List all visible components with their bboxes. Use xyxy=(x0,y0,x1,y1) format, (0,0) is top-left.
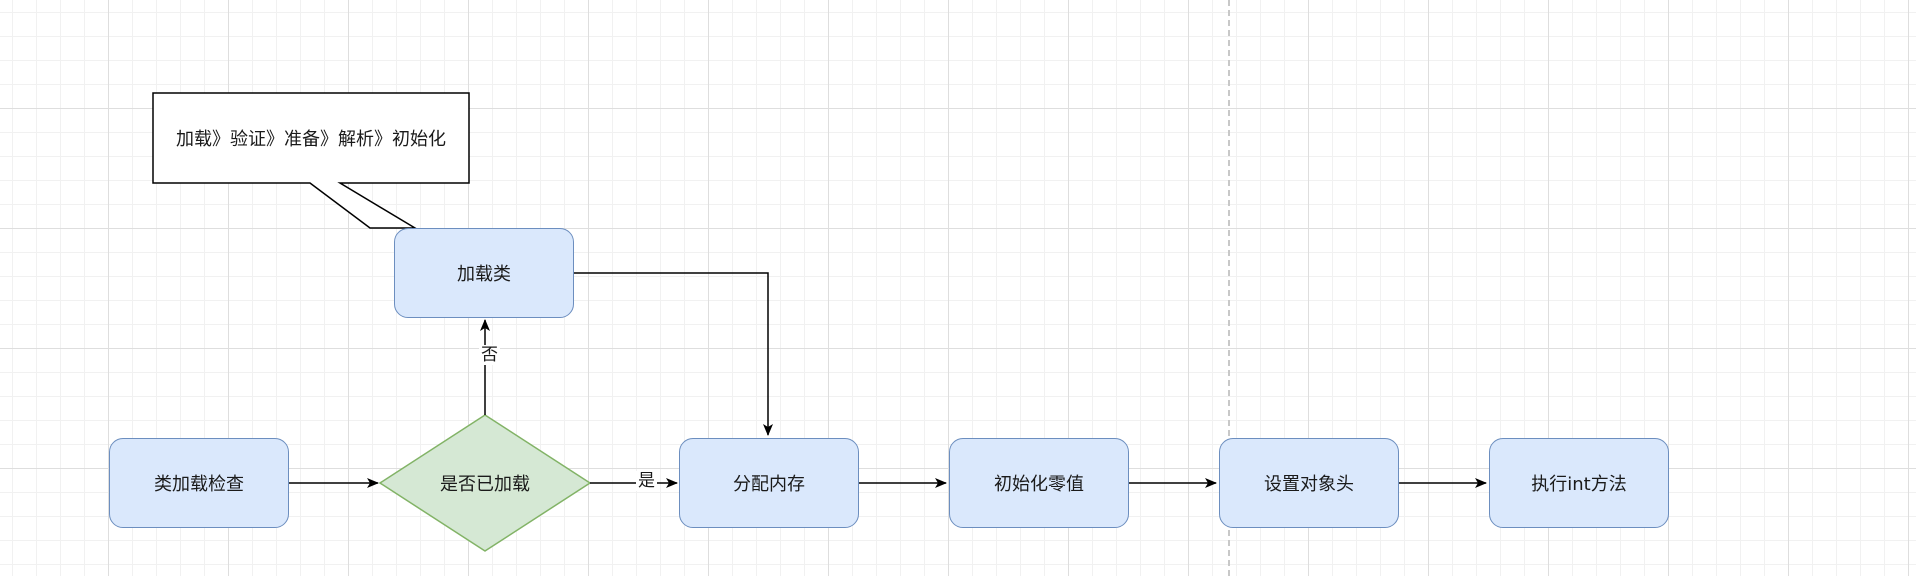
node-is-loaded[interactable]: 是否已加载 xyxy=(440,474,530,495)
edge-label-yes: 是 xyxy=(636,471,657,491)
page-break-line xyxy=(1228,0,1230,576)
node-exec-init[interactable]: 执行int方法 xyxy=(1489,438,1669,528)
node-allocate-memory[interactable]: 分配内存 xyxy=(679,438,859,528)
callout-text: 加载》验证》准备》解析》初始化 xyxy=(176,129,446,150)
decision-diamond[interactable] xyxy=(378,414,592,552)
node-init-zero[interactable]: 初始化零值 xyxy=(949,438,1129,528)
edge-load-to-allocate xyxy=(574,272,773,436)
edge-label-no: 否 xyxy=(479,345,500,365)
node-set-object-header[interactable]: 设置对象头 xyxy=(1219,438,1399,528)
node-class-load-check[interactable]: 类加载检查 xyxy=(109,438,289,528)
node-load-class[interactable]: 加载类 xyxy=(394,228,574,318)
